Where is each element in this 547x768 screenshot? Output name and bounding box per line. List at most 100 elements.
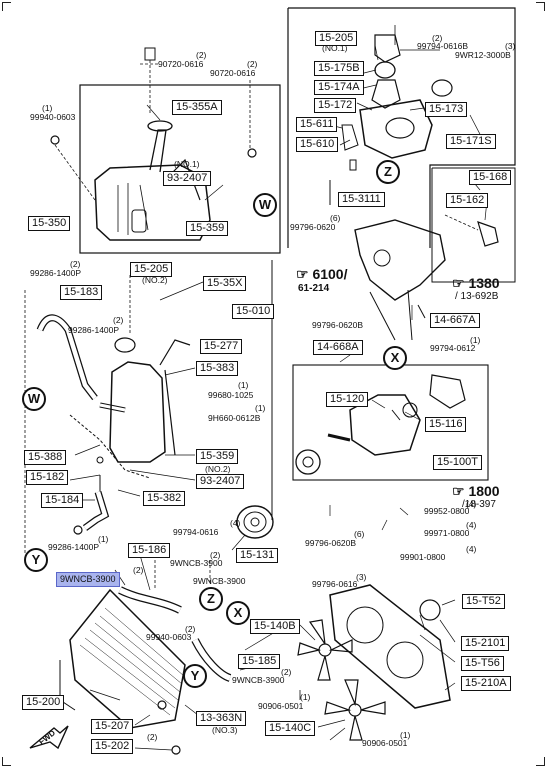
part-number-label: 99796-0620B [312,320,364,330]
marker-W-left: W [22,387,46,411]
part-15-35X[interactable]: 15-35X [203,276,247,291]
marker-X-upper: X [383,346,407,370]
ref-1800[interactable]: ☞ 1800 [452,483,500,499]
qty-label: (3) [505,41,516,51]
ref-1380[interactable]: ☞ 1380 [452,275,500,291]
part-15-185[interactable]: 15-185 [238,654,281,669]
note-label: (NO.3) [212,725,238,735]
part-15-3111[interactable]: 15-3111 [338,192,385,207]
part-15-350[interactable]: 15-350 [28,216,71,231]
qty-label: (4) [466,544,477,554]
part-number-label: 90720-0616 [210,68,256,78]
part-number-label: 99971-0800 [424,528,470,538]
part-15-610[interactable]: 15-610 [296,137,339,152]
qty-label: (1) [42,103,53,113]
part-number-label: 99940-0603 [30,112,76,122]
marker-W-upper: W [253,193,277,217]
part-15-171S[interactable]: 15-171S [446,134,496,149]
part-15-174A[interactable]: 15-174A [314,80,364,95]
part-13-363N[interactable]: 13-363N [196,711,247,726]
part-15-116[interactable]: 15-116 [425,417,467,432]
part-15-355A[interactable]: 15-355A [172,100,222,115]
part-15-359-upper[interactable]: 15-359 [186,221,229,236]
part-15-T52[interactable]: 15-T52 [462,594,505,609]
marker-Y-lower: Y [183,664,207,688]
part-93-2407-no2[interactable]: 93-2407 [196,474,245,489]
part-15-277[interactable]: 15-277 [200,339,243,354]
part-9WNCB-3900-highlighted[interactable]: 9WNCB-3900 [56,572,120,587]
corner-mark-top-right [536,2,545,11]
part-number-label: 99940-0603 [146,632,192,642]
qty-label: (4) [466,520,477,530]
corner-mark-top-left [2,2,11,11]
part-number-label: 9WNCB-3900 [232,675,285,685]
part-15-382[interactable]: 15-382 [143,491,186,506]
part-15-200[interactable]: 15-200 [22,695,65,710]
ref-6100-text: 6100/ [312,266,348,282]
part-number-label: 90906-0501 [362,738,408,748]
part-15-186[interactable]: 15-186 [128,543,171,558]
part-15-210A[interactable]: 15-210A [461,676,511,691]
part-number-label: 99286-1400P [68,325,120,335]
part-number-label: 99680-1025 [208,390,254,400]
part-15-611[interactable]: 15-611 [296,117,338,132]
part-15-207[interactable]: 15-207 [91,719,134,734]
note-label: (NO.2) [142,275,168,285]
qty-label: (2) [70,259,81,269]
part-number-label: 90720-0616 [158,59,204,69]
ref-1800-sub: /18-397 [462,499,496,510]
part-number-label: 99796-0616 [312,579,358,589]
qty-label: (2) [196,50,207,60]
part-15-205-no2[interactable]: 15-205 [130,262,173,277]
qty-label: (3) [356,572,367,582]
part-15-359-lower[interactable]: 15-359 [196,449,239,464]
part-15-140C[interactable]: 15-140C [265,721,316,736]
note-label: (NO.2) [205,464,231,474]
marker-X-lower: X [226,601,250,625]
marker-Z-lower: Z [199,587,223,611]
part-number-label: 9WNCB-3900 [170,558,223,568]
part-15-010[interactable]: 15-010 [232,304,275,319]
part-number-label: 99901-0800 [400,552,446,562]
part-15-140B[interactable]: 15-140B [250,619,300,634]
part-15-383[interactable]: 15-383 [196,361,239,376]
part-15-131[interactable]: 15-131 [236,548,279,563]
part-15-100T[interactable]: 15-100T [433,455,482,470]
part-93-2407-no1[interactable]: 93-2407 [163,171,212,186]
part-15-184[interactable]: 15-184 [41,493,84,508]
part-number-label: 99796-0620B [305,538,357,548]
part-number-label: 9WR12-3000B [455,50,511,60]
part-14-667A[interactable]: 14-667A [430,313,480,328]
ref-6100-sub: 61-214 [298,283,330,294]
part-15-205-no1[interactable]: 15-205 [315,31,358,46]
ref-1380-sub: / 13-692B [455,291,499,302]
part-number-label: 9H660-0612B [208,413,261,423]
ref-6100[interactable]: ☞ 6100/ [296,266,348,282]
part-15-162[interactable]: 15-162 [446,193,489,208]
part-15-168[interactable]: 15-168 [469,170,512,185]
part-15-172[interactable]: 15-172 [314,98,357,113]
part-15-202[interactable]: 15-202 [91,739,134,754]
part-15-183[interactable]: 15-183 [60,285,103,300]
part-number-label: 99286-1400P [30,268,82,278]
qty-label: (1) [400,730,411,740]
part-number-label: 9WNCB-3900 [193,576,246,586]
part-15-T56[interactable]: 15-T56 [461,656,504,671]
part-15-175B[interactable]: 15-175B [314,61,364,76]
part-15-388[interactable]: 15-388 [24,450,67,465]
part-14-668A[interactable]: 14-668A [313,340,363,355]
ref-1380-text: 1380 [468,275,500,291]
part-number-label: 99286-1400P [48,542,100,552]
part-number-label: 99796-0620 [290,222,336,232]
qty-label: (4) [230,518,241,528]
part-15-182[interactable]: 15-182 [26,470,69,485]
part-number-label: 99794-0612 [430,343,476,353]
qty-label: (2) [147,732,158,742]
part-15-2101[interactable]: 15-2101 [461,636,510,651]
corner-mark-bottom-right [536,757,545,766]
qty-label: (1) [470,335,481,345]
qty-label: (1) [300,692,311,702]
part-15-173[interactable]: 15-173 [425,102,468,117]
part-15-120[interactable]: 15-120 [326,392,369,407]
